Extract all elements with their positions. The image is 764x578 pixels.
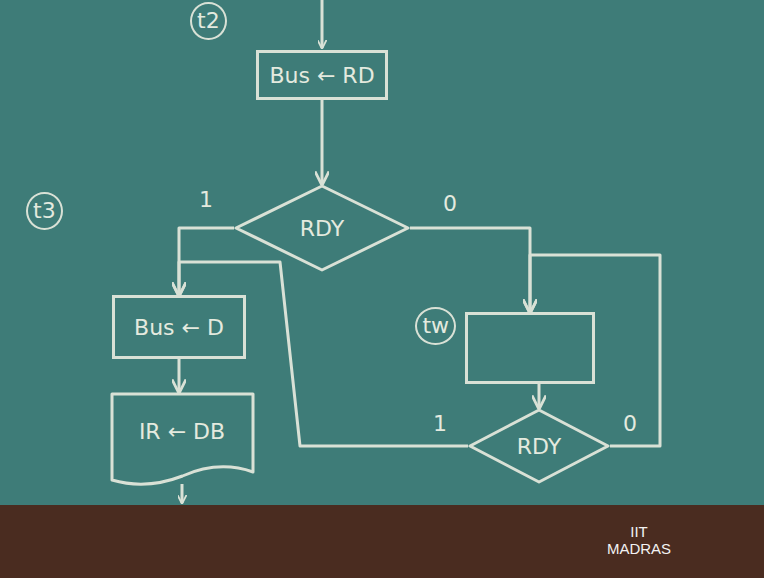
node-text: IR ← DB (110, 419, 255, 444)
state-label: tw (415, 307, 456, 345)
state-label: t3 (26, 192, 63, 230)
flow-arrow (410, 228, 530, 312)
exit-arrow (181, 484, 184, 503)
node-text: RDY (234, 216, 410, 241)
process-box: Bus ← RD (256, 50, 387, 100)
flow-arrow (321, 100, 324, 184)
state-label: t2 (190, 2, 227, 40)
node-text: RDY (468, 434, 610, 459)
flow-arrow (178, 359, 181, 392)
decision-diamond: RDY (468, 408, 610, 484)
process-box: IR ← DB (110, 392, 255, 488)
watermark: IIT MADRAS (594, 522, 684, 559)
branch-label: 0 (620, 412, 640, 436)
branch-label: 1 (430, 412, 450, 436)
process-box: Bus ← D (112, 295, 246, 359)
flow-arrow (538, 384, 541, 408)
branch-label: 0 (440, 192, 460, 216)
decision-diamond: RDY (234, 184, 410, 272)
flow-arrow (530, 255, 660, 446)
node-text: Bus ← RD (259, 63, 384, 88)
entry-arrow (321, 0, 324, 48)
node-text: Bus ← D (115, 315, 243, 340)
branch-label: 1 (196, 188, 216, 212)
flow-arrow (179, 262, 468, 446)
process-box: tw (465, 312, 595, 384)
